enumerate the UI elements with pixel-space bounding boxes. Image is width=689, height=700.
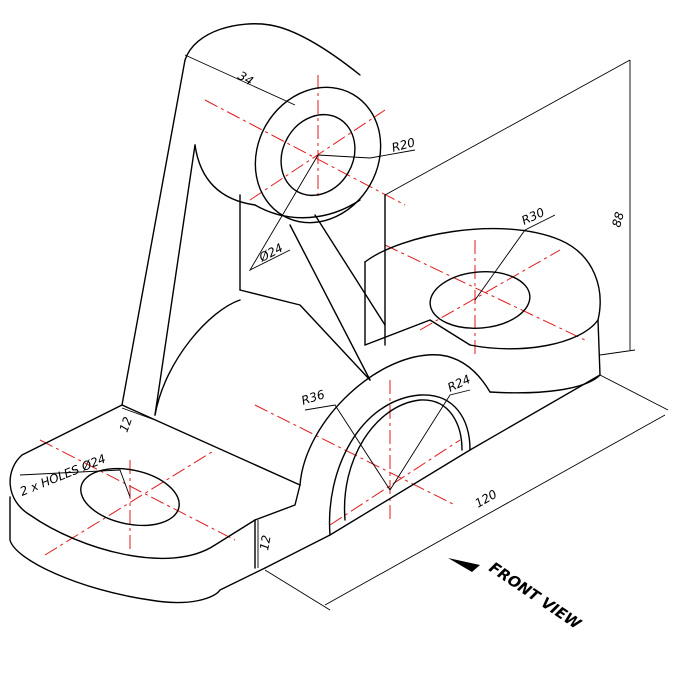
dim-r36-leader [304, 404, 391, 491]
dim-r24-leader [389, 389, 471, 491]
upright-left-edge [121, 23, 271, 406]
upright-inner-curve [194, 144, 256, 206]
dim-12-rib-text: 12 [117, 415, 135, 434]
upright [121, 23, 386, 416]
saddle-outer-top [299, 354, 491, 486]
right-boss-hole [429, 271, 531, 329]
dim-88-ext-top [384, 59, 631, 196]
rib-left-edge [289, 224, 371, 381]
dim-r20-text: R20 [390, 135, 417, 155]
dim-120-ext-left [264, 569, 331, 611]
saddle-outer-front [328, 394, 471, 536]
centerline-left-hole-b [44, 449, 216, 556]
upright-fillet [154, 299, 241, 416]
right-boss-inner-floor [364, 319, 471, 346]
dim-12-rib-line [121, 407, 156, 421]
dim-r30-leader [474, 214, 556, 301]
dim-o24-text: Ø24 [256, 241, 285, 265]
front-view-arrow-icon [448, 558, 480, 572]
holes-note-text: 2 x HOLES Ø24 [18, 452, 108, 499]
top-boss-lower-edge [254, 199, 361, 219]
dim-o24-leader [248, 154, 319, 272]
base-rib-foot [121, 404, 301, 486]
dim-120-text: 120 [473, 487, 500, 511]
base-step [254, 484, 301, 521]
base-left-end-bottom [9, 496, 266, 604]
dim-r36-text: R36 [300, 387, 327, 408]
dim-120-ext-right [599, 374, 669, 411]
saddle-inner-arc [343, 399, 463, 521]
saddle-bottom [329, 374, 601, 536]
centerline-top-boss-a [204, 99, 406, 206]
top-boss-back-edge [269, 24, 361, 76]
dim-120-line [324, 414, 666, 606]
dim-12-base-text: 12 [257, 534, 273, 551]
centerlines [39, 75, 586, 556]
dimension-text: 34 R20 Ø24 R30 88 R36 R24 120 12 12 2 x … [18, 68, 627, 633]
saddle [299, 354, 601, 536]
dim-r30-text: R30 [519, 205, 547, 228]
dim-88-ext-bottom [599, 349, 636, 356]
upright-inner-edge [154, 144, 196, 416]
centerline-right-boss-b [419, 249, 561, 331]
dimension-lines [19, 54, 669, 611]
front-view-label: FRONT VIEW [486, 558, 586, 633]
base-bottom-front [264, 534, 331, 569]
dim-34-line [184, 54, 296, 106]
centerline-left-hole-a [39, 439, 236, 541]
rib-right-edge [314, 214, 386, 326]
base-plate [9, 404, 331, 604]
left-hole [80, 467, 180, 527]
dim-r20-leader [317, 149, 416, 159]
right-boss-side [489, 319, 601, 394]
upright-floor [239, 289, 371, 381]
dim-88-text: 88 [609, 210, 627, 229]
right-boss-top [364, 227, 601, 350]
dim-holes-leader [19, 469, 131, 498]
right-boss [364, 227, 601, 394]
base-left-end-top [9, 404, 256, 560]
dim-r24-text: R24 [445, 372, 472, 395]
dim-34-text: 34 [236, 68, 256, 88]
